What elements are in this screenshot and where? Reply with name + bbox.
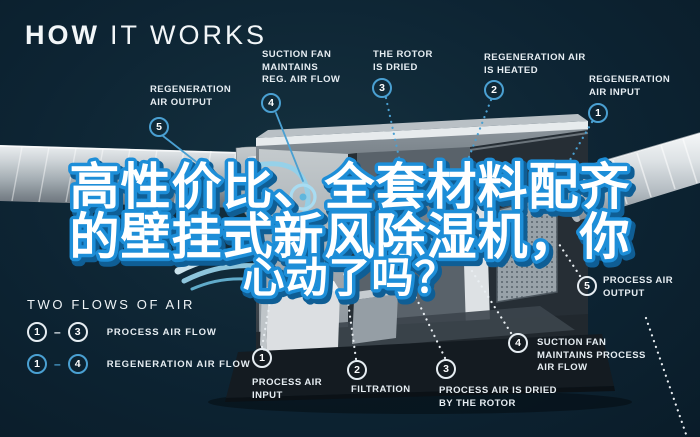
legend-dash: –	[54, 325, 61, 339]
regen-badge-3: 3	[372, 78, 392, 98]
legend-row-regeneration: 1 – 4 REGENERATION AIR FLOW	[27, 354, 251, 374]
process-badge-1: 1	[252, 348, 272, 368]
callout-regeneration-air-output: REGENERATION AIR OUTPUT	[150, 84, 232, 108]
callout-process-air-dried: PROCESS AIR IS DRIED BY THE ROTOR	[439, 385, 557, 409]
legend-title: TWO FLOWS OF AIR	[27, 297, 195, 312]
right-duct	[565, 132, 700, 222]
headline-shadow-line2: 的壁挂式新风除湿机，你	[73, 212, 634, 270]
page-title-strong: HOW	[25, 20, 100, 50]
headline-shadow-line1: 高性价比、全套材料配齐	[73, 162, 634, 220]
legend-row-process: 1 – 3 PROCESS AIR FLOW	[27, 322, 217, 342]
regen-badge-1: 1	[588, 103, 608, 123]
headline-shadow-line3: 心动了吗？	[245, 257, 460, 306]
callout-rotor-is-dried: THE ROTOR IS DRIED	[373, 49, 433, 73]
legend-regen-to-badge: 4	[67, 354, 88, 374]
callout-filtration: FILTRATION	[351, 384, 411, 395]
headline-line3: 心动了吗？	[242, 253, 457, 302]
page-title-light: IT WORKS	[109, 20, 267, 50]
legend-process-from-badge: 1	[27, 322, 47, 342]
process-badge-2: 2	[347, 360, 367, 380]
regen-badge-2: 2	[484, 80, 504, 100]
headline-line1: 高性价比、全套材料配齐	[70, 158, 631, 216]
legend-process-label: PROCESS AIR FLOW	[106, 326, 217, 338]
left-duct	[0, 145, 241, 208]
callout-suction-fan-reg: SUCTION FAN MAINTAINS REG. AIR FLOW	[262, 49, 341, 86]
process-badge-4: 4	[508, 333, 528, 353]
callout-process-air-input: PROCESS AIR INPUT	[252, 377, 323, 401]
legend-process-to-badge: 3	[67, 322, 88, 342]
regen-badge-4: 4	[261, 93, 281, 113]
legend-dash: –	[54, 357, 61, 371]
callout-suction-fan-process: SUCTION FAN MAINTAINS PROCESS AIR FLOW	[537, 337, 646, 374]
callout-process-air-output: PROCESS AIR OUTPUT	[603, 275, 674, 299]
headline: 高性价比、全套材料配齐 的壁挂式新风除湿机，你 心动了吗？ 高性价比、全套材料配…	[66, 155, 637, 311]
regen-badge-5: 5	[149, 117, 169, 137]
callout-regeneration-air-input: REGENERATION AIR INPUT	[589, 74, 671, 98]
process-badge-3: 3	[436, 359, 456, 379]
process-badge-5: 5	[577, 276, 597, 296]
leader-lines	[162, 96, 689, 437]
headline-line2: 的壁挂式新风除湿机，你	[70, 208, 631, 266]
page-title: HOW IT WORKS	[25, 20, 267, 51]
legend-regen-label: REGENERATION AIR FLOW	[106, 358, 251, 370]
callout-regeneration-air-heated: REGENERATION AIR IS HEATED	[484, 52, 586, 76]
fan-swirl	[249, 161, 317, 229]
airflow-swoosh	[174, 251, 267, 291]
legend-regen-from-badge: 1	[27, 354, 47, 374]
